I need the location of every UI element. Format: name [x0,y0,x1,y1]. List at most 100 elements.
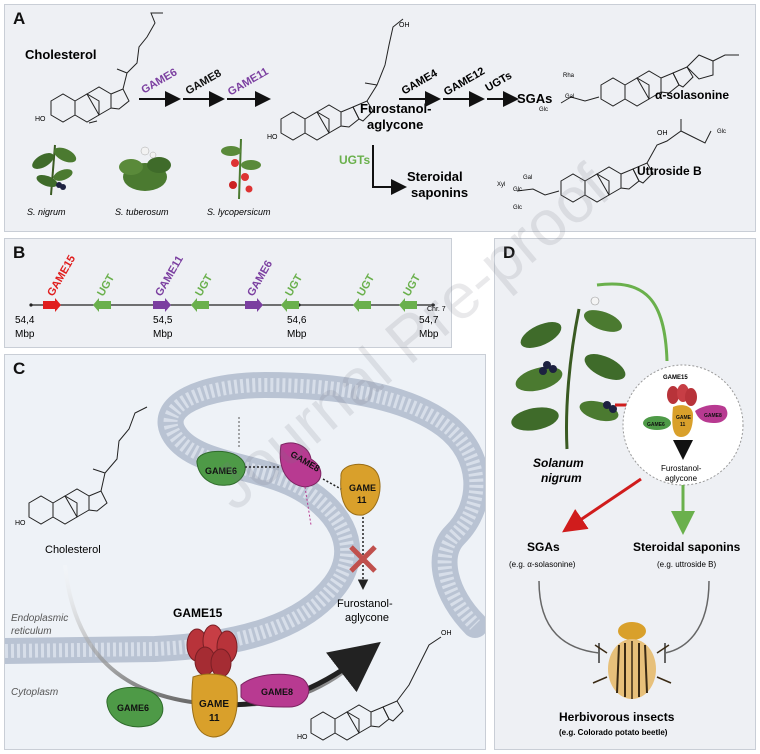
solasonine-label: α-solasonine [655,88,729,102]
plant-lycopersicum [221,138,261,200]
gene-label-ugt-5: UGT [401,272,423,298]
solanum-nigrum-plant [511,296,626,450]
gene-label-ugt-3: UGT [283,272,305,298]
game12-label: GAME12 [442,65,487,98]
game11-label-d-1: GAME [676,415,692,421]
sgas-example: (e.g. α-solasonine) [509,560,576,569]
game6-enzyme-cyto: GAME6 [106,687,164,728]
game11-label-a: GAME11 [226,66,271,99]
gene-cluster-map: Chr. 7 GAME15 UGT GAME11 UGT GAME6 UGT [15,253,446,340]
ho-label-a2: HO [267,134,278,141]
gene-label-ugt-4: UGT [355,272,377,298]
saponins-label-d: Steroidal saponins [633,540,741,554]
tick-4-value: 54,7 [419,315,439,326]
oh-label-a2: OH [657,130,668,137]
cytoplasm-label: Cytoplasm [11,687,58,698]
game6-label-er: GAME6 [205,466,237,476]
game11-label-d-2: 11 [680,422,686,428]
colorado-beetle-icon [592,622,672,699]
game11-label-cyto-1: GAME [199,699,229,710]
panel-label-a: A [13,9,26,28]
oh-label-c: OH [441,630,452,637]
game8-enzyme-d: GAME8 [695,404,728,423]
plant-tuberosum [119,146,171,191]
gene-ugt-2: UGT [191,272,215,312]
game11-label-cyto-2: 11 [209,713,220,724]
gene-ugt-5: UGT [399,272,423,312]
cholesterol-label-c: Cholesterol [45,544,101,556]
sgas-label-a: SGAs [517,91,552,106]
er-label-2: reticulum [11,626,52,637]
cholesterol-structure-c [28,406,148,525]
glc-label: Glc [539,107,548,113]
tick-1-value: 54,4 [15,315,35,326]
insects-label: Herbivorous insects [559,710,675,724]
furostanol-structure-c [310,636,442,741]
species-nigrum: S. nigrum [27,207,66,217]
rha-label: Rha [563,73,575,79]
xyl-label: Xyl [497,182,505,188]
game6-label-d: GAME6 [647,422,665,428]
gene-label-game15: GAME15 [45,253,78,298]
er-membrane-diagram: HO Cholesterol GAME6 GAME8 GAME 11 F [5,371,485,741]
game4-label: GAME4 [400,67,441,97]
gene-game6: GAME6 [245,259,275,312]
species-label-1: Solanum [533,456,584,470]
gene-ugt-4: UGT [353,272,377,312]
furostanol-label-c1: Furostanol- [337,598,393,610]
game6-label-a: GAME6 [139,66,179,96]
ecology-diagram: Solanum nigrum GAME15 GAME6 GAME 11 GAME… [509,282,744,737]
ho-label-c2: HO [297,734,308,741]
panel-label-d: D [503,243,516,262]
game8-label-d: GAME8 [704,413,722,419]
er-label-1: Endoplasmic [11,613,68,624]
ho-label-a1: HO [35,116,46,123]
tick-4-unit: Mbp [419,329,439,340]
gene-label-ugt-1: UGT [95,272,117,298]
game6-enzyme-d: GAME6 [643,416,671,430]
ugts-green-label: UGTs [339,153,370,167]
panel-d: D Solanum nigrum GAME15 [494,238,756,750]
inhibition-line-sgas [538,580,600,654]
furostanol-label-c2: aglycone [345,612,389,624]
game15-complex-d [667,384,697,406]
tick-3-unit: Mbp [287,329,307,340]
game11-enzyme-er: GAME 11 [340,463,381,516]
game15-label-d: GAME15 [663,375,688,381]
panel-b: B Chr. 7 GAME15 UGT GAME11 UGT GAME6 [4,238,452,348]
species-lycopersicum: S. lycopersicum [207,207,271,217]
gene-label-game11: GAME11 [153,254,186,299]
game8-enzyme-cyto: GAME8 [240,673,310,708]
game11-label-er-1: GAME [349,483,376,493]
furostanol-label-d1: Furostanol- [661,464,702,473]
tick-3-value: 54,6 [287,315,307,326]
game11-enzyme-cyto: GAME 11 [191,673,238,738]
panel-label-c: C [13,359,26,378]
furostanol-label-2: aglycone [367,117,423,132]
tick-2-value: 54,5 [153,315,173,326]
game8-label-cyto: GAME8 [261,687,293,697]
species-label-2: nigrum [541,471,582,485]
cholesterol-structure [50,12,163,124]
panel-label-b: B [13,243,26,262]
glc-label-2: Glc [513,187,522,193]
chr-label: Chr. 7 [427,306,446,313]
game8-label-a: GAME8 [184,67,224,97]
blocked-cross-icon [349,545,377,573]
gene-ugt-3: UGT [281,272,305,312]
panel-c: C HO Cholesterol GA [4,354,486,750]
steroidal-label-2: saponins [411,185,468,200]
gal-label-2: Gal [523,175,532,181]
insects-example: (e.g. Colorado potato beetle) [559,728,668,737]
inhibition-line-saponins [664,580,710,654]
gene-game15: GAME15 [43,253,78,312]
glc-label-4: Glc [717,129,726,135]
furostanol-label-d2: aglycone [665,474,698,483]
gal-label: Gal [565,94,574,100]
gene-label-ugt-2: UGT [193,272,215,298]
steroidal-label-1: Steroidal [407,169,463,184]
tick-2-unit: Mbp [153,329,173,340]
game6-enzyme-er: GAME6 [196,450,246,486]
ugts-label: UGTs [483,70,514,95]
plant-nigrum [32,144,77,196]
